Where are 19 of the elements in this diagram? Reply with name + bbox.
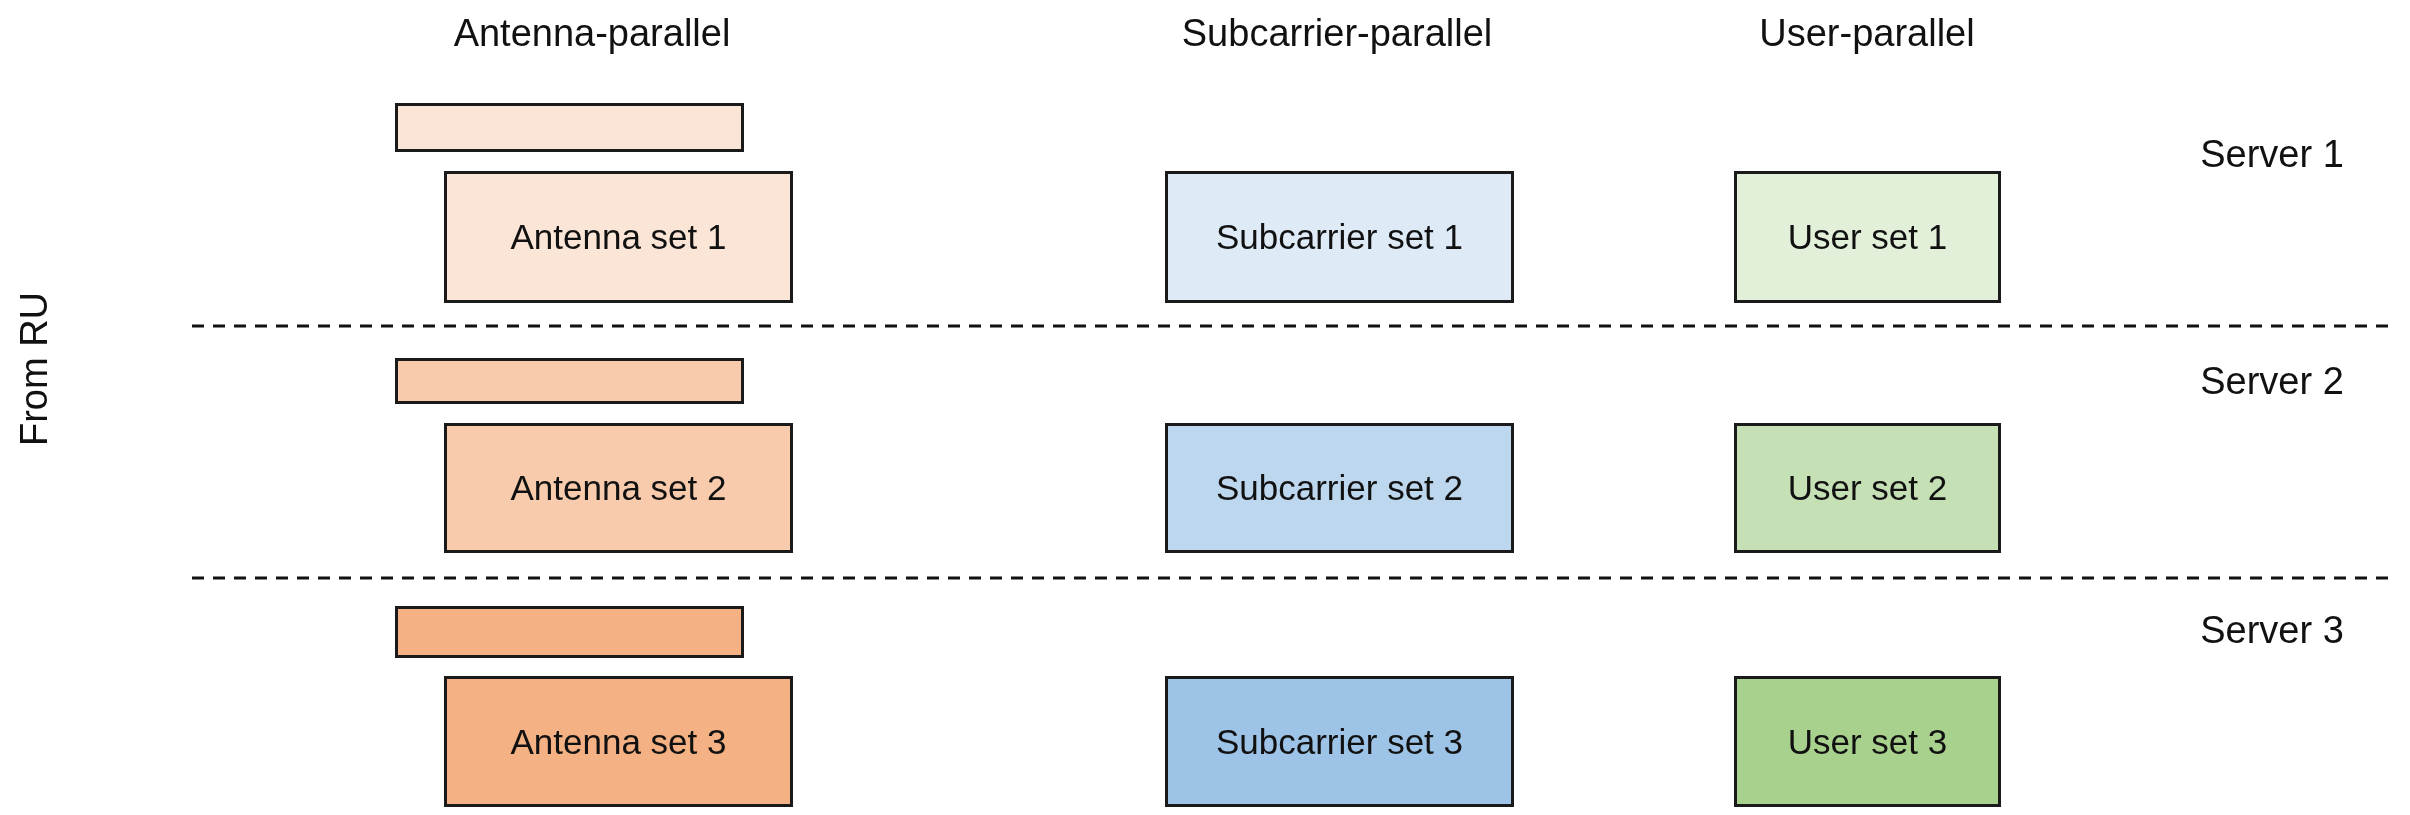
set-box: User set 2 <box>1734 423 2001 553</box>
set-box: Antenna set 3 <box>444 676 793 807</box>
empty-box <box>395 606 744 658</box>
column-heading: User-parallel <box>1759 11 1975 55</box>
set-box: Subcarrier set 3 <box>1165 676 1514 807</box>
server-label: Server 1 <box>2200 132 2344 176</box>
column-heading: Subcarrier-parallel <box>1181 11 1493 55</box>
side-label: From RU <box>12 291 56 447</box>
server-label: Server 3 <box>2200 608 2344 652</box>
empty-box <box>395 358 744 404</box>
set-box: User set 3 <box>1734 676 2001 807</box>
set-box: Antenna set 1 <box>444 171 793 303</box>
empty-box <box>395 103 744 152</box>
set-box: Subcarrier set 2 <box>1165 423 1514 553</box>
set-box: User set 1 <box>1734 171 2001 303</box>
server-label: Server 2 <box>2200 359 2344 403</box>
set-box: Subcarrier set 1 <box>1165 171 1514 303</box>
column-heading: Antenna-parallel <box>453 11 731 55</box>
set-box: Antenna set 2 <box>444 423 793 553</box>
